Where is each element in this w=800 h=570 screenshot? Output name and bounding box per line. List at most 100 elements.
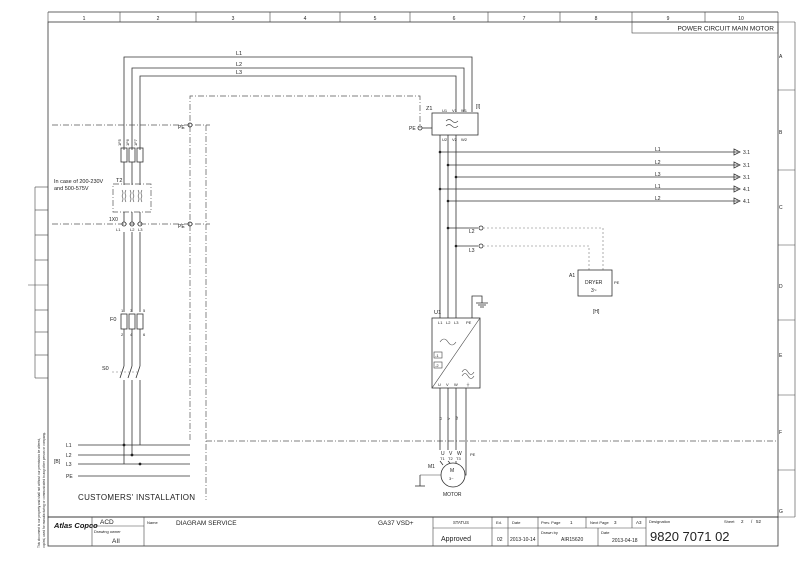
output-label: L3 (655, 172, 661, 178)
dryer-phase: 3~ (591, 288, 597, 294)
next-page-value: 3 (614, 520, 617, 525)
cable-label: W (454, 416, 459, 420)
next-page-label: Next Page (590, 520, 609, 525)
fuse-label: 1F7 (133, 138, 138, 146)
col-number: 2 (157, 16, 160, 22)
output-page-ref: 4.1 (743, 187, 750, 193)
output-page-ref: 3.1 (743, 175, 750, 181)
sheet-size: A3 (636, 520, 642, 525)
date2-value: 2013-04-18 (612, 538, 638, 544)
customer-installation-title: CUSTOMERS' INSTALLATION (78, 493, 195, 502)
vsd-input-terminal: PE (466, 320, 472, 325)
terminal-label: L2 (130, 227, 135, 232)
col-number: 1 (83, 16, 86, 22)
fuse-terminal: 3 (130, 308, 133, 313)
prev-page-value: 1 (570, 520, 573, 525)
customer-line-label: L1 (66, 443, 72, 449)
motor-label: MOTOR (443, 492, 462, 498)
motor-terminal: W (457, 451, 462, 457)
row-letter-ruler: A B C D E F G (778, 21, 796, 518)
department: ACD (100, 519, 114, 526)
date2-label: Date (601, 530, 610, 535)
filter-ref: [I] (476, 104, 481, 110)
designation-label: Designation (649, 519, 670, 524)
transformer-t2: T2 (112, 178, 152, 222)
copyright-note-line1: This document is our property and shall … (37, 438, 41, 548)
filter-terminal: U1 (442, 108, 448, 113)
output-label: L1 (655, 147, 661, 153)
vsd-label: U1 (434, 310, 441, 316)
motor-terminal: V (449, 451, 453, 457)
cable-label: U (438, 417, 443, 420)
emc-filter-z1: Z1 [I] U1 V1 W1 U2 V2 W2 (422, 104, 481, 318)
cable-label: V (446, 417, 451, 420)
sheet-of-label: / (751, 519, 753, 524)
atlas-copco-logo: Atlas Copco (52, 520, 98, 530)
vsd-output-terminal: W (454, 382, 458, 387)
designation-number: 9820 7071 02 (650, 529, 730, 544)
vsd-control-terminal: -1 (435, 353, 439, 358)
col-number: 9 (667, 16, 670, 22)
sheet-title-box (631, 21, 779, 34)
ac-output-wave-icon (461, 369, 475, 379)
sheet-total: 52 (756, 519, 762, 524)
output-page-ref: 3.1 (743, 163, 750, 169)
row-letter: A (779, 54, 783, 60)
switch-label: S0 (102, 366, 109, 372)
filter-label: Z1 (426, 106, 432, 112)
vsd-input-terminal: L3 (454, 320, 459, 325)
phase-label: L3 (236, 70, 242, 76)
dryer-text: DRYER (585, 280, 603, 286)
dryer-branch: L2 L3 A1 DRYER 3~ PE [H] (446, 225, 620, 315)
fuse-terminal: 2 (121, 332, 124, 337)
filter-terminal: W2 (461, 137, 468, 142)
copyright-note-line2: copied, used for manufacturing or commun… (42, 432, 46, 548)
customer-line-label: PE (66, 474, 73, 480)
drawing-name: DIAGRAM SERVICE (176, 520, 237, 527)
prev-page-label: Prev. Page (541, 520, 561, 525)
fuses-1f5-1f7: 1F5 1F6 1F7 (117, 138, 144, 185)
column-number-ruler: 1 2 3 4 5 6 7 8 9 10 (83, 12, 744, 22)
motor-symbol: M (450, 468, 454, 474)
pe-terminal (187, 122, 193, 128)
fuses-f0: F0 1 3 5 2 4 6 (110, 308, 146, 366)
output-page-ref: 4.1 (743, 199, 750, 205)
dryer-line-label: L3 (469, 248, 475, 254)
filter-terminal: V1 (452, 108, 458, 113)
customer-line-label: L2 (66, 453, 72, 459)
product-name: GA37 VSD+ (378, 520, 414, 527)
sheet-number: 2 (741, 519, 744, 524)
col-number: 10 (738, 16, 744, 22)
vsd-output-terminal: V (446, 382, 449, 387)
name-label: Name (147, 520, 158, 525)
customer-installation: L1 L2 L3 PE [B] CUSTOMERS' INSTALLATION (54, 443, 195, 502)
col-number: 8 (595, 16, 598, 22)
output-page-ref: 3.1 (743, 150, 750, 156)
motor-tag: M1 (428, 464, 435, 470)
fuse-label: 1F5 (117, 138, 122, 146)
date-value: 2013-10-14 (510, 537, 536, 543)
fuse-label: 1F6 (125, 138, 130, 146)
fuse-terminal: 6 (143, 332, 146, 337)
dryer-ref: [H] (593, 309, 600, 315)
drawn-by-value: AIR15620 (561, 537, 583, 543)
terminal-label: L1 (116, 227, 121, 232)
filter-terminal: V2 (452, 137, 458, 142)
phase-label: L2 (236, 62, 242, 68)
title-block: Atlas Copco ACD Drawing owner AII Name D… (47, 516, 779, 547)
edition-value: 02 (497, 537, 503, 543)
motor-terminal: U (441, 451, 445, 457)
terminal-label: L3 (138, 227, 143, 232)
vsd-output-terminal: ⏚ (466, 381, 470, 387)
dryer-tag: A1 (569, 273, 575, 279)
sheet-title: POWER CIRCUIT MAIN MOTOR (677, 26, 774, 33)
drawing-owner-label: Drawing owner (94, 529, 121, 534)
motor-terminal: T2 (448, 456, 453, 461)
col-number: 3 (232, 16, 235, 22)
fuse-terminal: 1 (121, 308, 124, 313)
pe-label: PE (178, 125, 185, 131)
date-label: Date (512, 520, 521, 525)
vsd-u1: U1 L1 L2 L3 PE -1 -2 U V W ⏚ U V W (431, 306, 481, 460)
motor-terminal: T1 (440, 456, 445, 461)
fuse-terminal: 5 (143, 308, 146, 313)
